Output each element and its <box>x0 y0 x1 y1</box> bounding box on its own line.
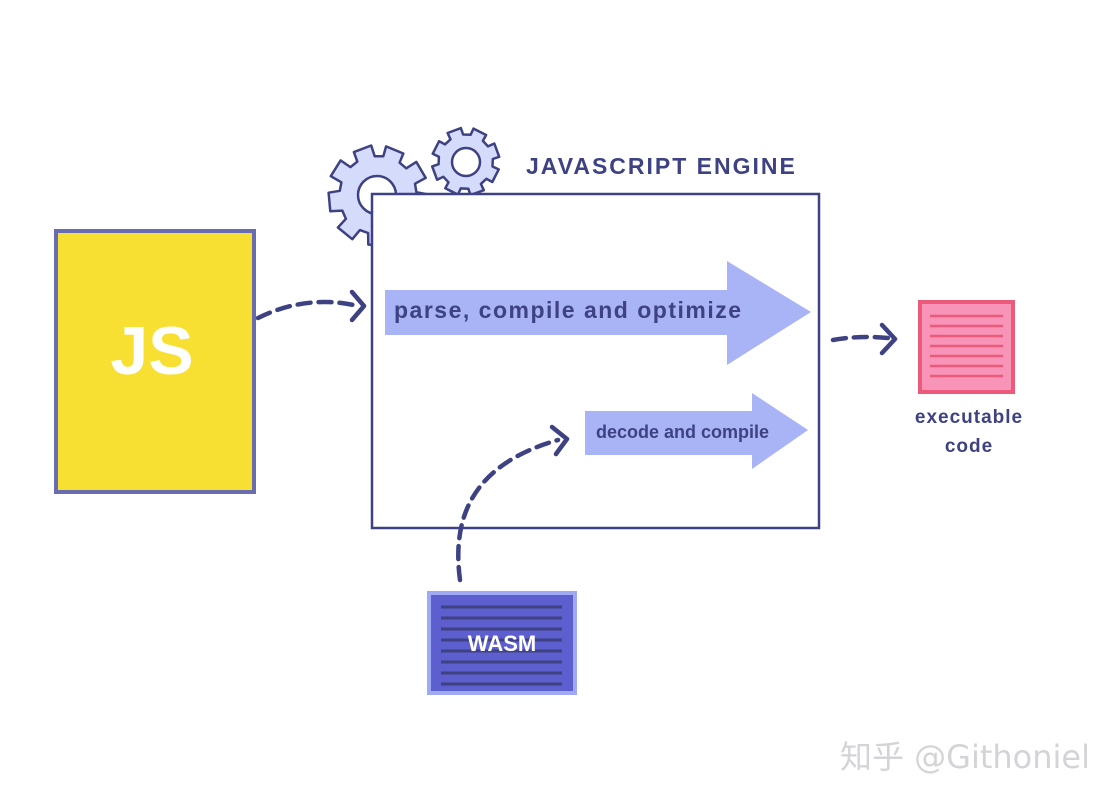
wasm-to-engine-arrowhead <box>549 424 570 457</box>
engine-box <box>370 192 821 530</box>
watermark: 知乎 @Githoniel <box>840 738 1090 776</box>
wasm-pipeline-label: decode and compile <box>596 422 769 442</box>
output-label-line2: code <box>945 436 993 457</box>
js-pipeline-label: parse, compile and optimize <box>394 297 743 323</box>
wasm-file: WASM <box>427 591 577 695</box>
engine-title: JAVASCRIPT ENGINE <box>526 153 797 179</box>
js-to-engine-connector <box>255 299 361 321</box>
js-to-engine-arrowhead <box>349 289 367 323</box>
executable-code-icon <box>918 300 1015 394</box>
js-file-label: JS <box>110 313 193 389</box>
wasm-pipeline-arrow <box>585 393 808 469</box>
js-pipeline-arrow <box>385 261 811 365</box>
wasm-file-label: WASM <box>468 631 536 656</box>
dashed-connectors <box>255 289 898 583</box>
small-gear-icon <box>430 126 501 197</box>
engine-to-output-connector <box>830 334 891 343</box>
output-label-line1: executable <box>915 407 1023 428</box>
engine-to-output-arrowhead <box>879 322 898 356</box>
wasm-file-box <box>427 591 577 695</box>
js-file <box>54 229 256 494</box>
wasm-to-engine-connector <box>456 437 561 583</box>
